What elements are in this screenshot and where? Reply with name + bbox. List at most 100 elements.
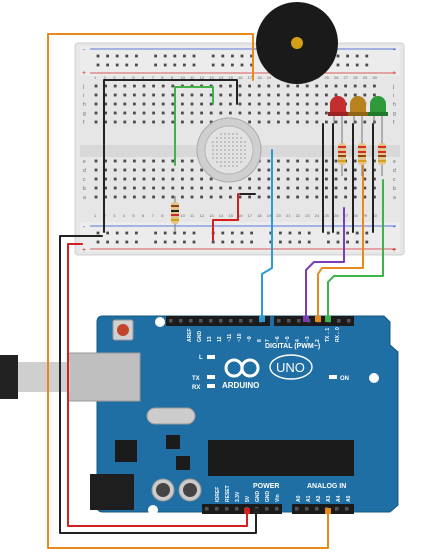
breadboard-hole [229, 102, 232, 106]
breadboard-hole [104, 111, 107, 115]
power-header [202, 504, 282, 514]
label-rx: RX [192, 385, 200, 391]
rail-hole [115, 63, 119, 67]
breadboard-hole [190, 195, 194, 199]
wire-red-5v [67, 243, 248, 527]
rail-plus-bottom-right: + [392, 247, 396, 254]
led-green-body[interactable] [370, 96, 386, 112]
mesh-dot [224, 153, 226, 155]
rail-hole [250, 54, 253, 58]
mesh-dot [236, 141, 238, 143]
header-pin[interactable] [347, 319, 351, 323]
rail-hole [365, 240, 369, 244]
analog-header [292, 504, 354, 514]
mesh-dot [232, 161, 234, 163]
header-pin[interactable] [169, 319, 173, 323]
header-pin[interactable] [337, 319, 341, 323]
rail-hole [115, 231, 119, 235]
header-pin[interactable] [249, 319, 253, 323]
resistor-band [338, 155, 346, 157]
row-letter: g [83, 111, 86, 117]
header-pin[interactable] [277, 319, 281, 323]
mesh-dot [216, 157, 218, 159]
header-pin[interactable] [297, 319, 301, 323]
gas-sensor[interactable] [196, 117, 262, 183]
resistor-red[interactable] [338, 136, 346, 176]
breadboard-hole [257, 111, 261, 115]
header-pin[interactable] [345, 507, 349, 511]
row-letter: c [393, 177, 396, 183]
header-pin[interactable] [295, 507, 299, 511]
breadboard-hole [344, 120, 347, 124]
breadboard-hole [267, 102, 271, 106]
mesh-dot [240, 137, 242, 139]
breadboard-hole [296, 120, 299, 124]
breadboard-hole [325, 93, 328, 97]
column-number: 3 [113, 213, 116, 218]
breadboard-hole [161, 177, 165, 181]
rail-hole [135, 240, 138, 244]
breadboard-hole [229, 186, 232, 190]
column-number: 2 [104, 75, 107, 80]
rail-hole [221, 63, 225, 67]
breadboard-hole [315, 111, 319, 115]
resistor-band [171, 210, 179, 212]
header-pin[interactable] [225, 507, 229, 511]
header-pin[interactable] [275, 507, 279, 511]
breadboard-hole [325, 120, 328, 124]
breadboard-hole [373, 195, 376, 199]
rail-hole [183, 63, 186, 67]
header-pin[interactable] [219, 319, 223, 323]
usb-connector [67, 352, 141, 402]
breadboard-hole [248, 195, 251, 199]
header-pin[interactable] [205, 507, 209, 511]
column-number: 17 [248, 75, 253, 80]
header-pin[interactable] [287, 319, 291, 323]
breadboard-hole [104, 186, 107, 190]
header-pin[interactable] [235, 507, 239, 511]
resistor-sensor[interactable] [171, 196, 179, 232]
header-pin[interactable] [179, 319, 183, 323]
resistor-yellow[interactable] [358, 136, 366, 176]
rail-hole [307, 240, 311, 244]
resistor-green[interactable] [378, 136, 386, 176]
header-pin[interactable] [335, 507, 339, 511]
breadboard-hole [142, 159, 146, 163]
rail-hole [336, 240, 340, 244]
header-pin[interactable] [209, 319, 213, 323]
small-chip [176, 456, 190, 470]
column-number: 29 [363, 213, 368, 218]
resistor-sensor-body[interactable] [171, 202, 179, 224]
header-pin[interactable] [315, 507, 319, 511]
breadboard-hole [296, 111, 299, 115]
rail-hole [231, 54, 234, 58]
header-pin[interactable] [239, 319, 243, 323]
led-red-body[interactable] [330, 96, 346, 112]
header-pin[interactable] [265, 507, 269, 511]
mesh-dot [236, 153, 238, 155]
label-tx: TX [192, 376, 200, 382]
mesh-dot [236, 157, 238, 159]
reset-button-cap[interactable] [117, 324, 129, 336]
wire-end-red-5v [244, 508, 250, 514]
header-pin[interactable] [189, 319, 193, 323]
breadboard-hole [315, 159, 319, 163]
mesh-dot [220, 141, 222, 143]
header-pin[interactable] [215, 507, 219, 511]
header-pin[interactable] [229, 319, 233, 323]
led-yellow-body[interactable] [350, 96, 366, 112]
breadboard-hole [277, 177, 280, 181]
header-pin[interactable] [199, 319, 203, 323]
breadboard-hole [296, 186, 299, 190]
column-number: 29 [363, 75, 368, 80]
breadboard-hole [209, 93, 213, 97]
resistor-green-body[interactable] [378, 143, 386, 165]
column-number: 17 [248, 213, 253, 218]
resistor-yellow-body[interactable] [358, 143, 366, 165]
analog-pin-label: A1 [306, 495, 312, 502]
piezo-buzzer[interactable] [256, 2, 338, 84]
header-pin[interactable] [305, 507, 309, 511]
rail-hole [346, 231, 349, 235]
resistor-red-body[interactable] [338, 143, 346, 165]
mesh-dot [240, 157, 242, 159]
